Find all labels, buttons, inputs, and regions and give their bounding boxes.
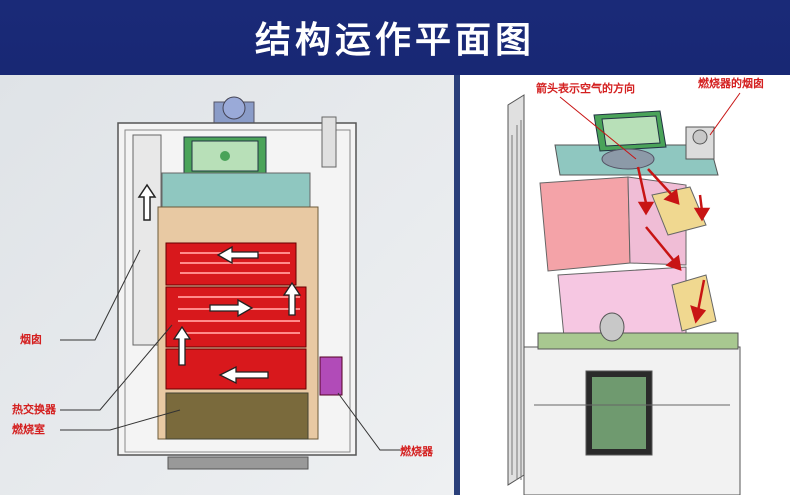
exchanger-left-arrow-bottom: [218, 365, 269, 385]
combustion-chamber: [165, 392, 309, 440]
title-bar: 结构运作平面图: [0, 0, 790, 74]
interior-upper-red: [539, 176, 631, 272]
right-diagram: 箭头表示空气的方向 燃烧器的烟囱: [507, 76, 764, 495]
right-diagram-panel: 箭头表示空气的方向 燃烧器的烟囱: [460, 75, 790, 495]
right-fan-housing: [593, 110, 667, 170]
leader-chimney: [60, 249, 141, 341]
heat-exchanger-middle: [165, 281, 307, 348]
exchanger-up-arrow-left: [172, 325, 192, 366]
vent-dome: [599, 312, 625, 342]
chimney-pipe: [132, 134, 162, 346]
burner-unit: [319, 356, 343, 396]
label-combustion-chamber: 燃烧室: [11, 422, 45, 436]
label-heat-exchanger: 热交换器: [12, 402, 57, 416]
left-diagram-panel: 烟囱 热交换器 燃烧室 燃烧器: [0, 75, 454, 495]
label-burner: 燃烧器: [399, 444, 434, 458]
air-duct-band: [161, 172, 311, 210]
chimney-up-arrow: [137, 183, 157, 221]
heat-exchanger-upper: [165, 242, 297, 286]
bottom-rail: [537, 332, 739, 350]
cabinet-side-left: [507, 94, 525, 486]
label-burner-chimney: 燃烧器的烟囱: [697, 76, 764, 90]
label-arrow-note: 箭头表示空气的方向: [536, 81, 635, 95]
leader-burner: [337, 392, 400, 451]
top-fan: [213, 96, 255, 125]
page-title: 结构运作平面图: [254, 20, 535, 61]
left-diagram: 烟囱 热交换器 燃烧室 燃烧器: [11, 96, 434, 470]
exchanger-up-arrow: [282, 281, 302, 316]
exchanger-left-arrow-top: [216, 245, 259, 265]
label-chimney: 烟囱: [20, 332, 42, 346]
leader-heat-exchanger: [60, 324, 173, 411]
exchanger-right-arrow: [209, 298, 254, 318]
panel-divider: [454, 75, 460, 495]
leader-burner-chimney: [709, 92, 741, 136]
leader-arrow-note: [559, 96, 637, 160]
heat-exchanger-lower: [165, 325, 307, 390]
air-flow-arrows: [636, 166, 711, 324]
leader-combustion: [60, 409, 181, 431]
